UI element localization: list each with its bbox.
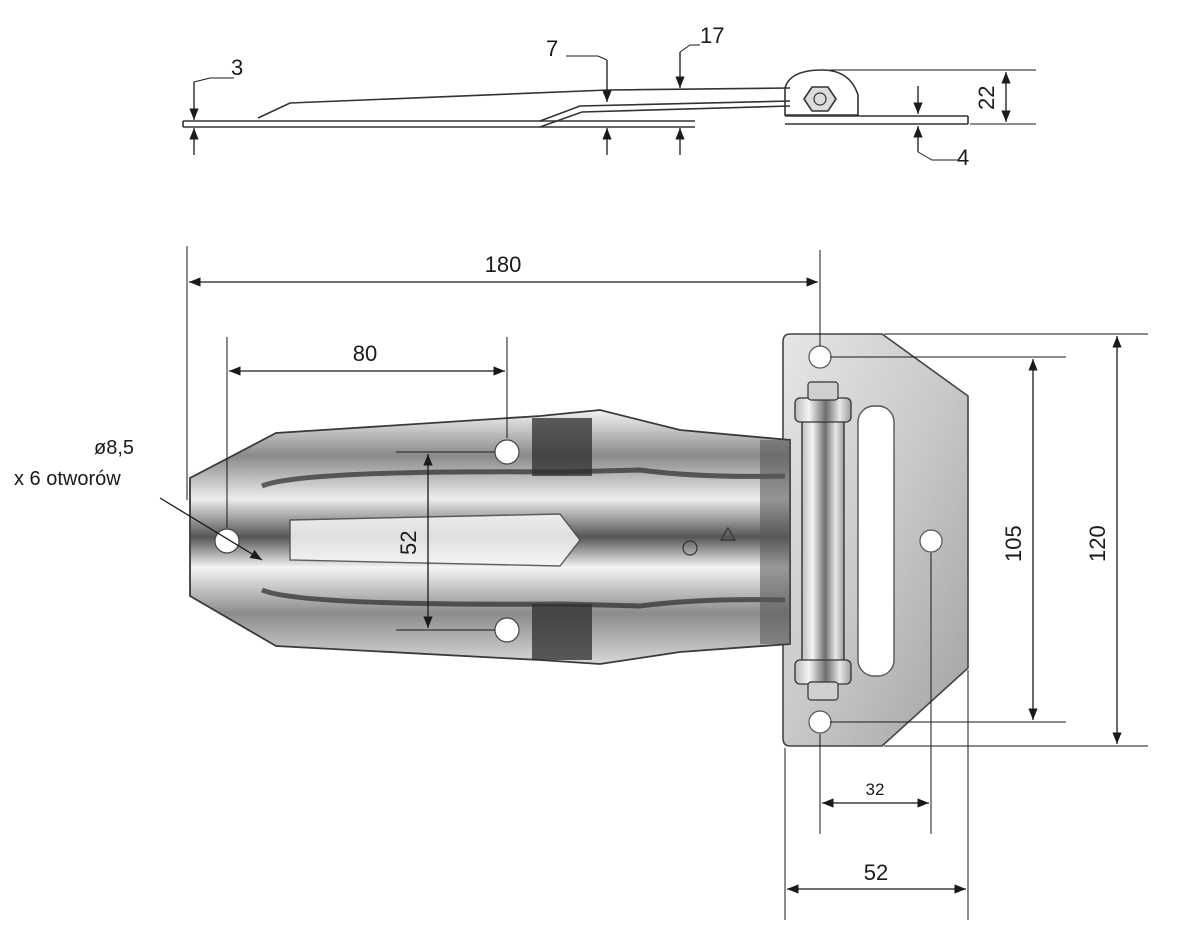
dim-plate-hole-offset: 32 bbox=[866, 780, 885, 799]
side-dim-offset-b: 17 bbox=[700, 23, 724, 48]
leaf-hole-top bbox=[494, 439, 520, 465]
side-dim-offset-a: 7 bbox=[546, 36, 558, 61]
dim-plate-hole-spacing: 105 bbox=[1001, 525, 1026, 562]
dim-hole-spacing-short: 52 bbox=[396, 531, 421, 555]
dim-hole-spacing-long: 80 bbox=[353, 341, 377, 366]
triangle-mark-icon bbox=[719, 526, 737, 541]
hole-note-count: x 6 otworów bbox=[14, 468, 121, 490]
side-dim-knuckle-height: 22 bbox=[974, 86, 999, 110]
side-view: 3 7 17 22 4 bbox=[182, 23, 1036, 170]
hole-note-diameter: ø8,5 bbox=[94, 437, 134, 459]
plate-slot bbox=[857, 405, 895, 677]
plate-hole-bottom bbox=[808, 710, 832, 734]
brand-logo-icon bbox=[682, 540, 698, 556]
plate-hole-top bbox=[808, 345, 832, 369]
top-view: 180 80 52 ø8,5 x 6 otworów 105 120 bbox=[14, 246, 1148, 920]
leaf-hole-bottom bbox=[494, 617, 520, 643]
leaf-hole-left bbox=[214, 528, 240, 554]
plate-hole-middle bbox=[919, 529, 943, 553]
side-dim-thickness-left: 3 bbox=[231, 55, 243, 80]
dim-plate-height: 120 bbox=[1085, 525, 1110, 562]
dim-plate-width: 52 bbox=[864, 860, 888, 885]
dim-overall-length: 180 bbox=[485, 252, 522, 277]
side-dim-leaf-thickness: 4 bbox=[957, 145, 969, 170]
pin-nut-bottom bbox=[794, 659, 852, 701]
pin-nut-top bbox=[794, 381, 852, 423]
hex-nut-icon bbox=[803, 86, 837, 112]
hinge-pin bbox=[801, 413, 845, 669]
